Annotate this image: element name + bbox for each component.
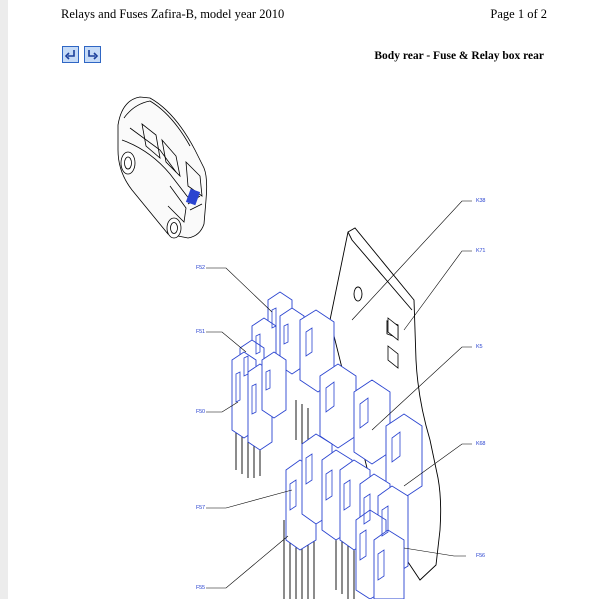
- page-indicator: Page 1 of 2: [490, 7, 547, 21]
- bracket-windows: [387, 317, 399, 369]
- fuse-relay-components: [231, 291, 423, 599]
- callout-f56: F56: [476, 553, 485, 559]
- arrow-back-icon: [64, 50, 75, 60]
- arrow-forward-icon: [88, 50, 99, 60]
- connector-pins: [235, 400, 355, 599]
- fuse-box-location-marker: [185, 188, 201, 206]
- callout-f50: F50: [196, 409, 205, 415]
- callout-f51: F51: [196, 329, 205, 335]
- callout-k38: K38: [476, 198, 486, 204]
- section-title: Body rear - Fuse & Relay box rear: [374, 50, 544, 62]
- page-margin: [0, 0, 8, 599]
- callout-k5: K5: [476, 344, 483, 350]
- callout-f52: F52: [196, 265, 205, 271]
- vehicle-location-sketch: [117, 96, 208, 239]
- fuse-slots: [235, 307, 401, 581]
- back-button[interactable]: [62, 46, 79, 63]
- forward-button[interactable]: [84, 46, 101, 63]
- callout-f57: F57: [196, 505, 205, 511]
- document-title: Relays and Fuses Zafira-B, model year 20…: [61, 7, 285, 21]
- callout-k68: K68: [476, 441, 486, 447]
- callout-f55: F55: [196, 585, 205, 591]
- callout-k71: K71: [476, 248, 486, 254]
- callout-leaders: [206, 200, 472, 589]
